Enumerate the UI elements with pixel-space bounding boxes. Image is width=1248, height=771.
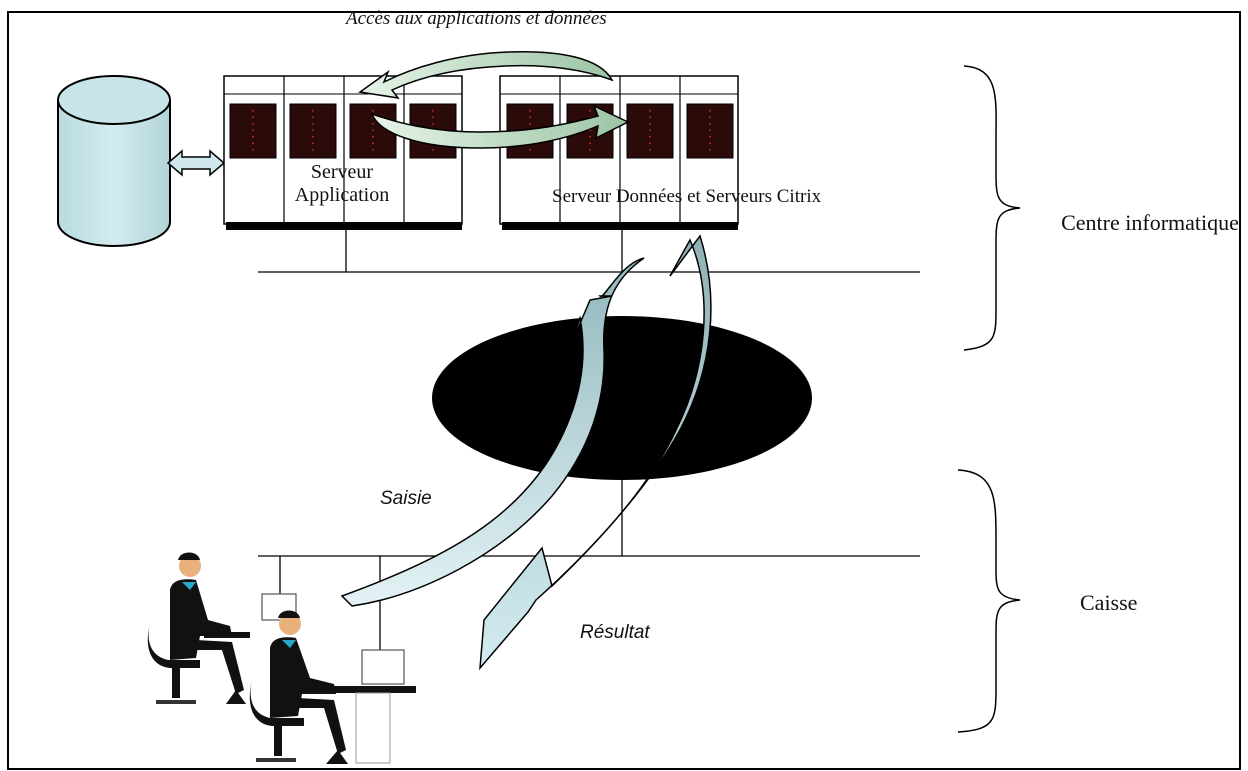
diagram-title: Accès aux applications et données — [346, 8, 607, 29]
db-link-arrow-icon — [166, 149, 226, 177]
resultat-arrow-icon — [479, 234, 712, 671]
operator-2-icon — [249, 610, 416, 764]
server-data-citrix-label: Serveur Données et Serveurs Citrix — [552, 186, 822, 207]
zone-centre-informatique-label: Centre informatique — [1061, 210, 1239, 235]
server-application-label: Serveur Application — [294, 161, 390, 206]
database-icon — [57, 75, 171, 247]
brace-centre-icon — [963, 65, 1021, 351]
network-cloud — [432, 316, 812, 480]
outer-border — [7, 11, 1241, 770]
brace-caisse-icon — [957, 469, 1021, 733]
access-cycle-arrows-icon — [358, 50, 630, 149]
saisie-arrow-icon — [340, 257, 645, 607]
zone-caisse-label: Caisse — [1080, 590, 1138, 615]
resultat-label: Résultat — [580, 622, 650, 643]
operator-1-icon — [147, 552, 297, 704]
network-bus-lines — [258, 230, 920, 650]
saisie-label: Saisie — [380, 488, 432, 509]
